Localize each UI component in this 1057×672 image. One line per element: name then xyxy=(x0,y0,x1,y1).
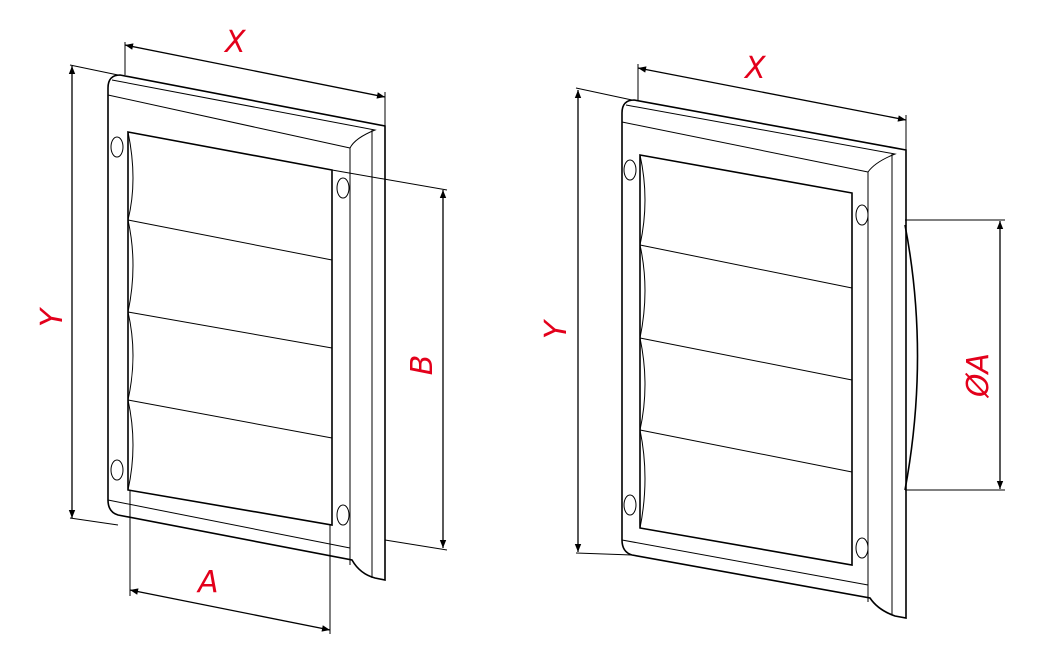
left-grille: X Y B A xyxy=(35,25,448,634)
label-a: A xyxy=(196,565,219,600)
label-x-right: X xyxy=(743,51,767,86)
right-grille: X Y ØA xyxy=(539,51,1005,619)
dim-x-right xyxy=(637,66,907,122)
label-x-left: X xyxy=(223,25,247,60)
label-y-left: Y xyxy=(35,306,70,327)
label-y-right: Y xyxy=(539,318,574,339)
left-frame-outer xyxy=(107,74,386,581)
label-diameter: ØA xyxy=(961,353,996,399)
left-opening xyxy=(127,131,333,526)
dim-x-left xyxy=(124,43,386,99)
label-b: B xyxy=(405,355,440,376)
spigot xyxy=(904,224,919,491)
screw-holes xyxy=(623,159,869,559)
right-opening xyxy=(639,154,853,566)
screw-holes xyxy=(110,136,350,526)
dim-a xyxy=(129,588,331,632)
right-frame-outer xyxy=(621,99,907,619)
